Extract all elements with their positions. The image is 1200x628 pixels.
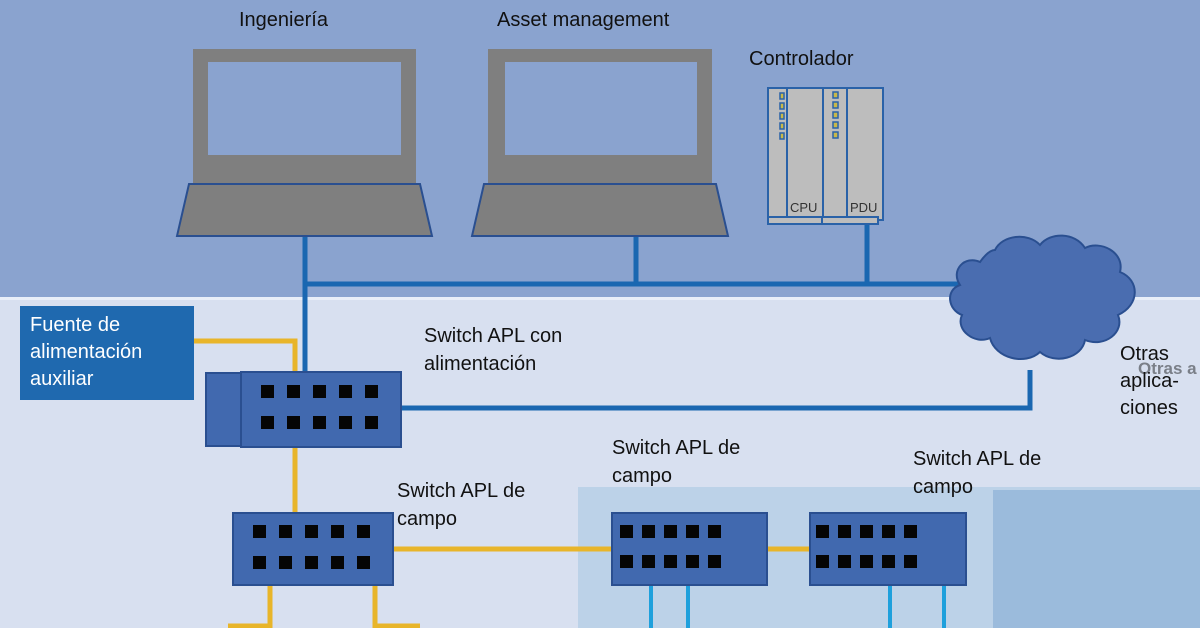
switch-ports: [816, 525, 917, 568]
switch-port: [882, 555, 895, 568]
engineering-label: Ingeniería: [239, 9, 328, 31]
pdu-label: PDU: [850, 200, 877, 215]
aux-power-line: [194, 338, 298, 374]
status-leds: [779, 91, 839, 140]
other-apps-label: Otras aplica- ciones: [1120, 343, 1179, 419]
switch-ports: [253, 525, 370, 569]
switch-port: [860, 525, 873, 538]
switch-port: [838, 525, 851, 538]
switch-port: [339, 385, 352, 398]
switch-port: [860, 555, 873, 568]
switch-port: [305, 556, 318, 569]
switch-port: [287, 385, 300, 398]
aux-power-supply-box[interactable]: Fuente de alimentación auxiliar: [20, 306, 194, 400]
switch-port: [708, 525, 721, 538]
switch-port: [279, 525, 292, 538]
switch-port: [904, 555, 917, 568]
switch-port: [261, 385, 274, 398]
powered-switch-label: Switch APL con alimentación: [424, 325, 563, 375]
field-apl-switch-3-icon[interactable]: [809, 512, 967, 586]
switch-port: [261, 416, 274, 429]
switch-to-cloud-link: [400, 370, 1033, 411]
field-apl-switch-1-icon[interactable]: [232, 512, 394, 586]
powered-apl-switch-icon[interactable]: [205, 371, 402, 448]
switch-port: [279, 556, 292, 569]
field-switch-1-label: Switch APL de campo: [397, 480, 526, 530]
field-switch-2-label: Switch APL de campo: [612, 437, 741, 487]
switch-port: [331, 525, 344, 538]
level-divider: [0, 297, 1200, 300]
ethernet-backbone: [302, 224, 1033, 411]
switch-port: [664, 555, 677, 568]
switch-port: [620, 555, 633, 568]
switch-port: [904, 525, 917, 538]
switch-ports: [261, 385, 378, 429]
apl-spur-lines: [649, 585, 946, 628]
switch-port: [313, 385, 326, 398]
apl-trunk-lines: [194, 338, 810, 628]
switch-port: [664, 525, 677, 538]
other-apps-ghost-label: Otras a: [1138, 359, 1197, 378]
switch-port: [357, 556, 370, 569]
switch-port: [253, 556, 266, 569]
switch-port: [365, 416, 378, 429]
switch-port: [313, 416, 326, 429]
switch-port: [287, 416, 300, 429]
cpu-label: CPU: [790, 200, 817, 215]
asset-management-label: Asset management: [497, 9, 670, 31]
spur-line-1: [228, 585, 273, 628]
spur-line-2: [372, 585, 420, 628]
cloud-icon[interactable]: [949, 234, 1136, 361]
switch-port: [686, 525, 699, 538]
switch-port: [253, 525, 266, 538]
hazardous-zone-inner-area: [993, 490, 1200, 628]
switch-port: [816, 555, 829, 568]
controller-icon[interactable]: [767, 87, 884, 225]
switch-port: [331, 556, 344, 569]
switch-port: [357, 525, 370, 538]
controller-label: Controlador: [749, 48, 854, 70]
switch-port: [686, 555, 699, 568]
switch-port: [339, 416, 352, 429]
switch-port: [882, 525, 895, 538]
switch-port: [305, 525, 318, 538]
switch-ports: [620, 525, 721, 568]
engineering-laptop-icon[interactable]: [175, 49, 434, 237]
switch-port: [708, 555, 721, 568]
switch-port: [642, 555, 655, 568]
switch-port: [816, 525, 829, 538]
switch-port: [642, 525, 655, 538]
field-apl-switch-2-icon[interactable]: [611, 512, 768, 586]
switch-port: [838, 555, 851, 568]
field-switch-3-label: Switch APL de campo: [913, 448, 1042, 498]
switch-port: [620, 525, 633, 538]
asset-management-laptop-icon[interactable]: [470, 49, 730, 237]
switch-port: [365, 385, 378, 398]
